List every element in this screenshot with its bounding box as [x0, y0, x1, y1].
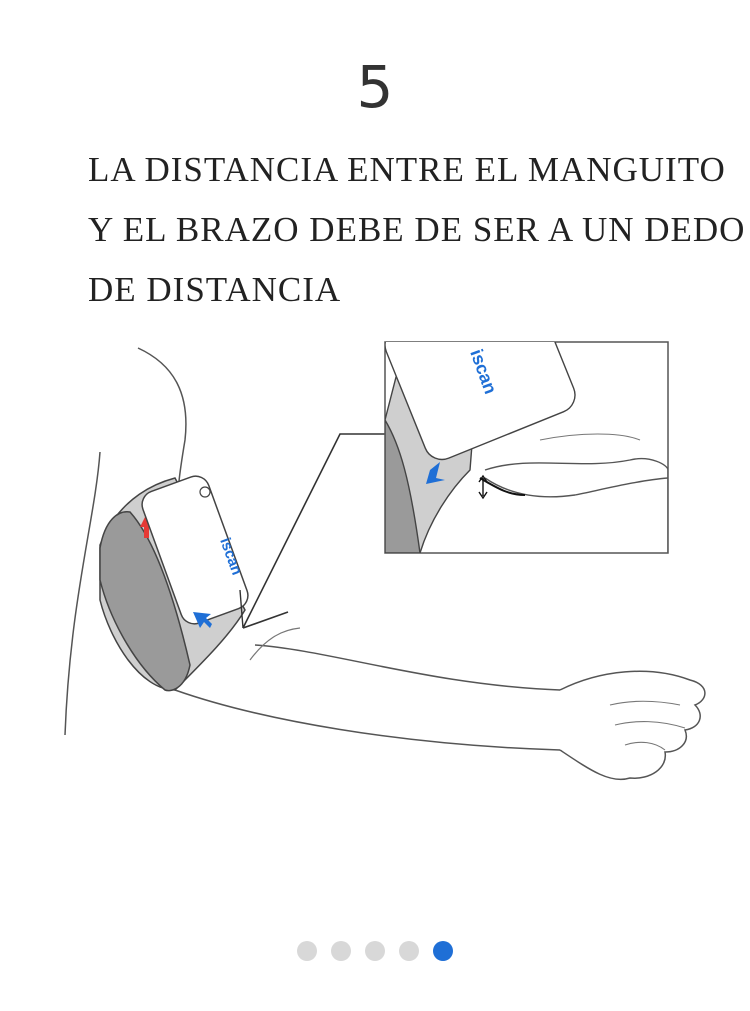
- instruction-line-3: DE DISTANCIA: [88, 270, 342, 309]
- elbow-crease: [249, 627, 301, 661]
- arrow-down-icon: [193, 612, 212, 628]
- back-outline: [64, 451, 101, 736]
- page-dot-2[interactable]: [331, 941, 351, 961]
- monitor-device: iscan: [141, 475, 249, 625]
- cuff-panel: [99, 511, 191, 692]
- arm-cuff-illustration: iscan iscan: [64, 341, 706, 781]
- inset-finger: [484, 458, 668, 553]
- page-dot-4[interactable]: [399, 941, 419, 961]
- inset-detail: iscan: [384, 341, 669, 554]
- hand-outline: [559, 670, 706, 781]
- page-dot-1[interactable]: [297, 941, 317, 961]
- page-dot-5-active[interactable]: [433, 941, 453, 961]
- instruction-text: LA DISTANCIA ENTRE EL MANGUITO Y EL BRAZ…: [88, 140, 746, 320]
- pagination-dots: [297, 941, 453, 961]
- arrow-up-icon: [140, 515, 153, 538]
- page-dot-3[interactable]: [365, 941, 385, 961]
- instruction-line-1: LA DISTANCIA ENTRE EL MANGUITO: [88, 150, 726, 189]
- step-number: 5: [356, 53, 394, 121]
- instruction-line-2: Y EL BRAZO DEBE DE SER A UN DEDO: [88, 210, 746, 249]
- pointer-lines: [242, 433, 385, 629]
